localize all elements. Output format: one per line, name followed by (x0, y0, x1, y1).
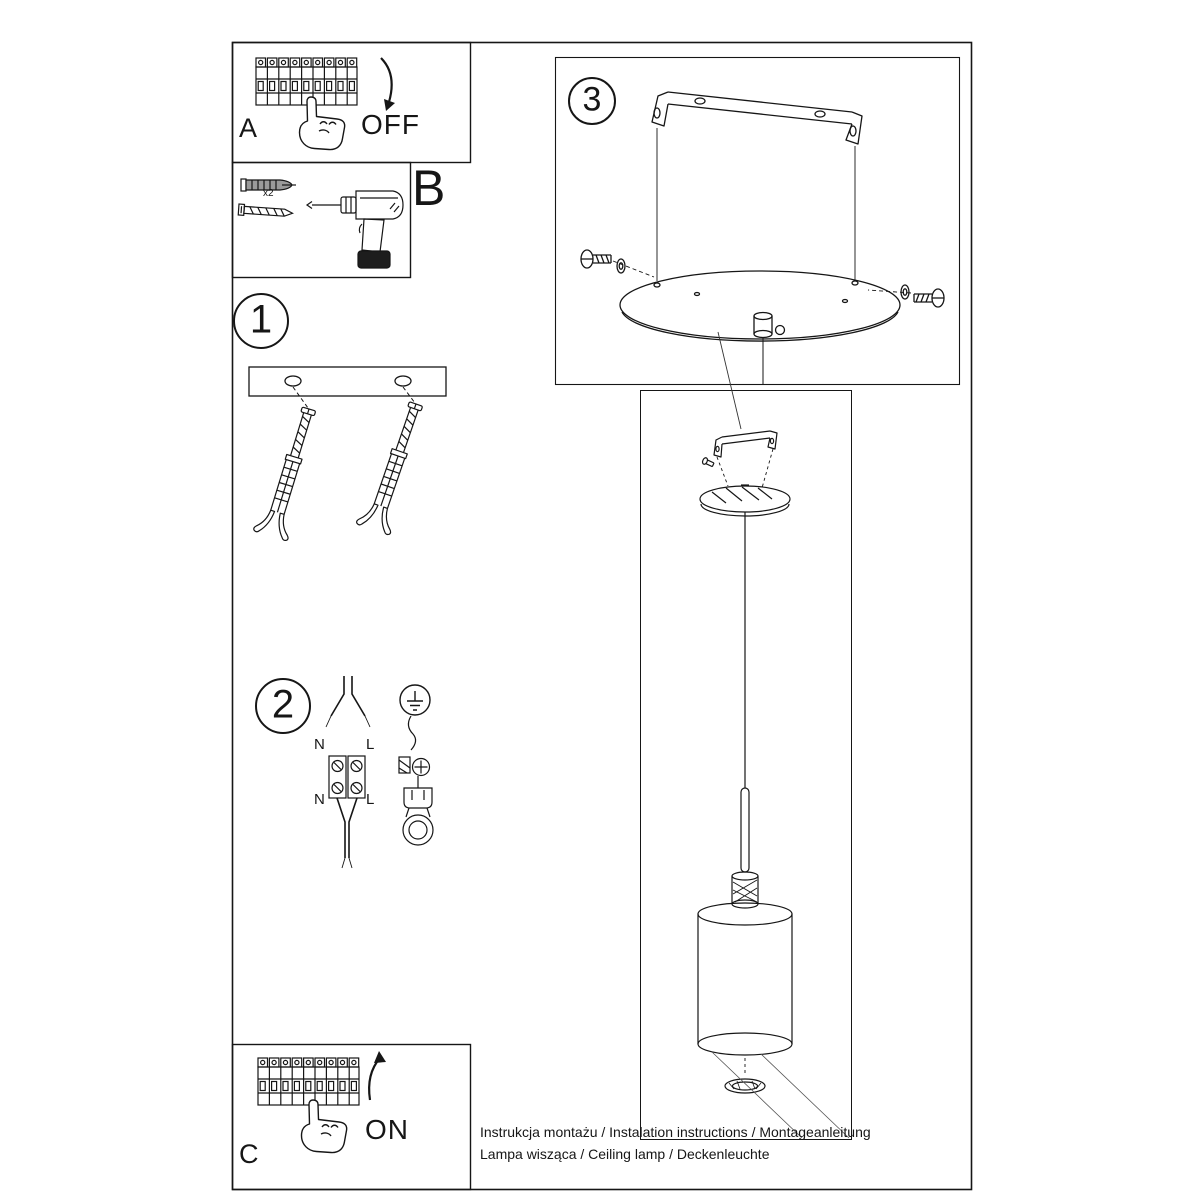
step-2-circle (255, 678, 311, 734)
step-b-box (231, 161, 412, 279)
lamp-shade (697, 902, 793, 1056)
step-3-circle (568, 77, 616, 125)
strain-relief (740, 787, 750, 873)
on-arrow-icon (368, 1051, 386, 1101)
wire-n-label-bottom: N (314, 791, 325, 808)
earth-screw-icon (398, 756, 431, 788)
off-arrow-icon (380, 57, 395, 111)
outer-frame (231, 41, 973, 1191)
canopy-screw-left (580, 249, 655, 278)
hand-icon (300, 1099, 348, 1154)
earth-symbol-icon (399, 684, 431, 716)
frames (231, 41, 973, 1191)
mini-screw (701, 457, 715, 468)
step-c-label: C (239, 1139, 259, 1169)
cable-gland-icon (402, 787, 434, 846)
canopy-screw-right (867, 284, 945, 308)
bulb-ring (724, 1078, 766, 1094)
step-2-badge: 2 (271, 682, 295, 727)
footer-product: Lampa wisząca / Ceiling lamp / Deckenleu… (480, 1146, 770, 1162)
breaker-on-illustration (257, 1051, 386, 1154)
step-c-box (231, 1043, 472, 1191)
wall-anchor-left (252, 403, 327, 542)
mini-bracket (713, 430, 778, 458)
terminal-block (328, 755, 366, 799)
step-b-label: B (412, 160, 446, 216)
wire-l-label-top: L (366, 736, 375, 753)
step-a-label: A (239, 113, 258, 143)
breaker-off-illustration (255, 57, 395, 151)
canopy-disc (619, 270, 901, 384)
step-3-box (554, 56, 961, 386)
wire-l-label-bottom: L (366, 791, 375, 808)
drill-icon (305, 190, 404, 269)
power-on-label: ON (365, 1114, 409, 1145)
footer-instructions: Instrukcja montażu / Instalation instruc… (480, 1124, 871, 1140)
wire-n-label-top: N (314, 736, 325, 753)
step-1-badge: 1 (249, 297, 273, 342)
step-1-circle (233, 293, 289, 349)
wall-plug-icon (240, 178, 296, 192)
mounting-strip-drawing (248, 366, 447, 542)
wiring-diagram (325, 676, 434, 869)
power-off-label: OFF (361, 109, 420, 140)
canopy-exploded-drawing (580, 91, 945, 430)
screw-icon (237, 203, 294, 217)
ceiling-bracket (651, 91, 863, 145)
step-b-illustration (237, 178, 404, 269)
wall-anchor-right (355, 397, 434, 537)
step-3-badge: 3 (582, 80, 602, 119)
mini-canopy (699, 484, 791, 517)
pendant-assembly-drawing (697, 430, 850, 1139)
anchor-quantity-label: x2 (263, 188, 274, 199)
pendant-box (640, 390, 852, 1140)
